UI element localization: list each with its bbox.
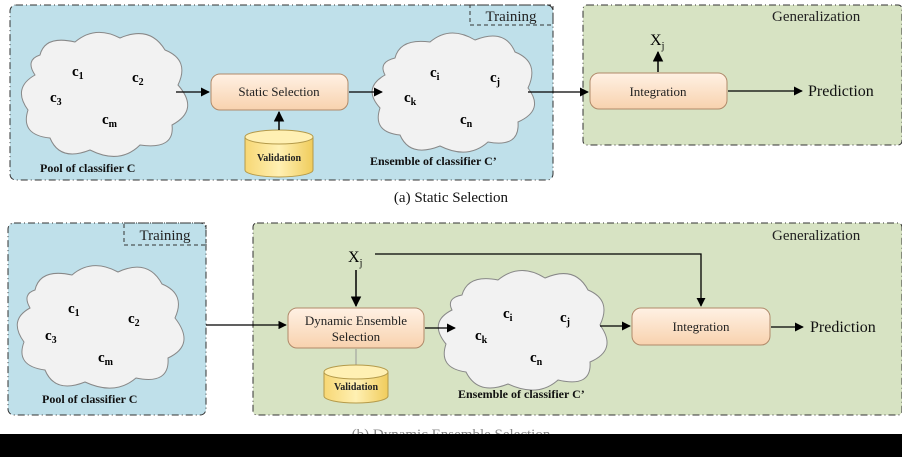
generalization-label-a: Generalization bbox=[772, 9, 861, 25]
prediction-label-a: Prediction bbox=[808, 83, 874, 100]
integration-label-a: Integration bbox=[629, 84, 687, 99]
ensemble-cloud-a bbox=[371, 32, 536, 153]
training-label-box-a bbox=[469, 4, 554, 26]
input-xj-b: Xj bbox=[348, 249, 362, 269]
validation-label-a: Validation bbox=[257, 153, 302, 164]
caption-static-selection: (a) Static Selection bbox=[393, 190, 509, 206]
input-xj-a: Xj bbox=[650, 32, 664, 52]
bottom-black-bar bbox=[0, 434, 902, 457]
ensemble-item-ck-a: ck bbox=[404, 90, 417, 108]
dynamic-selection-box bbox=[287, 307, 425, 349]
pool-caption-a: Pool of classifier C bbox=[40, 161, 135, 175]
ensemble-item-cj-a: cj bbox=[490, 70, 500, 88]
validation-cylinder-b bbox=[323, 364, 389, 404]
integration-box-a bbox=[589, 72, 728, 110]
ensemble-item-ci-b: ci bbox=[503, 306, 513, 324]
panel-a: Training Generalization c1 c2 c3 cm Pool… bbox=[9, 4, 902, 181]
pool-item-c2-b: c2 bbox=[128, 311, 140, 329]
pool-item-c1-b: c1 bbox=[68, 301, 80, 319]
ensemble-item-ck-b: ck bbox=[475, 328, 488, 346]
arrow-xj-to-integration-b bbox=[375, 253, 706, 307]
static-selection-box bbox=[210, 73, 349, 111]
ensemble-item-ci-a: ci bbox=[430, 65, 440, 83]
integration-box-b bbox=[631, 307, 771, 346]
prediction-label-b: Prediction bbox=[810, 319, 876, 336]
pool-cloud-b bbox=[16, 265, 185, 389]
integration-label-b: Integration bbox=[672, 319, 730, 334]
ensemble-item-cn-a: cn bbox=[460, 112, 473, 130]
ensemble-caption-b: Ensemble of classifier C’ bbox=[458, 387, 585, 401]
training-label-a: Training bbox=[485, 9, 537, 25]
dynamic-selection-label-line2: Selection bbox=[332, 329, 381, 344]
ensemble-item-cj-b: cj bbox=[560, 310, 570, 328]
training-label-box-b bbox=[123, 222, 207, 246]
pool-item-c3-b: c3 bbox=[45, 328, 57, 346]
pool-cloud-a bbox=[20, 31, 188, 157]
pool-item-c1-a: c1 bbox=[72, 64, 84, 82]
ensemble-item-cn-b: cn bbox=[530, 350, 543, 368]
generalization-label-b: Generalization bbox=[772, 228, 861, 244]
static-selection-label: Static Selection bbox=[238, 84, 320, 99]
panel-b: Training Generalization c1 c2 c3 cm Pool… bbox=[7, 222, 902, 416]
validation-label-b: Validation bbox=[334, 382, 379, 393]
pool-item-cm-b: cm bbox=[98, 350, 114, 368]
validation-cylinder-a bbox=[244, 129, 314, 178]
pool-item-cm-a: cm bbox=[102, 112, 118, 130]
ensemble-caption-a: Ensemble of classifier C’ bbox=[370, 154, 497, 168]
ensemble-cloud-b bbox=[437, 270, 608, 391]
generalization-region-a bbox=[582, 4, 902, 146]
training-label-b: Training bbox=[139, 228, 191, 244]
pool-item-c3-a: c3 bbox=[50, 90, 62, 108]
pool-item-c2-a: c2 bbox=[132, 70, 144, 88]
pool-caption-b: Pool of classifier C bbox=[42, 392, 137, 406]
dynamic-selection-label-line1: Dynamic Ensemble bbox=[305, 313, 407, 328]
